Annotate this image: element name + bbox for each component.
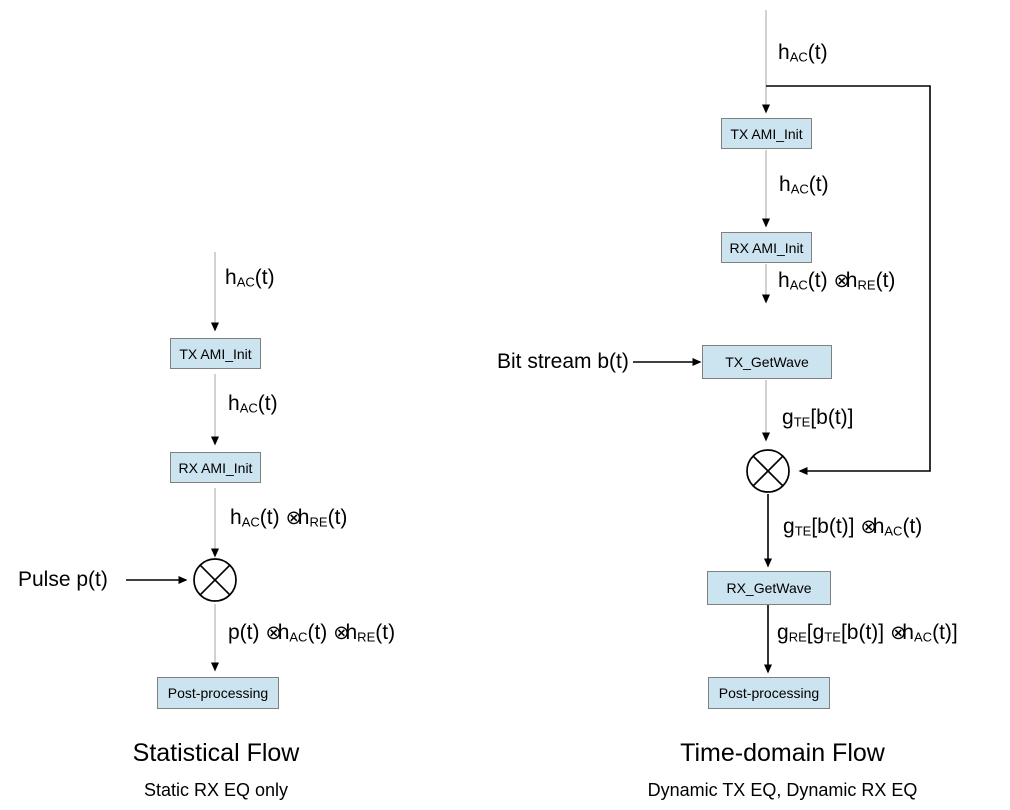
node-label: TX_GetWave — [725, 354, 809, 370]
edge-label-sub3: RE — [357, 629, 376, 645]
node-post-processing-statistical[interactable]: Post-processing — [157, 677, 279, 709]
edge-label-input-hac-statistical: hAC(t) — [225, 267, 275, 288]
convolution-icon: ⊗ — [265, 623, 282, 644]
flow-subtitle-text: Dynamic TX EQ, Dynamic RX EQ — [647, 780, 918, 800]
node-tx-getwave[interactable]: TX_GetWave — [702, 345, 832, 379]
node-label: Post-processing — [718, 685, 820, 701]
edge-label-tail2: [b(t)] — [840, 621, 885, 644]
node-rx-ami-init-timedomain[interactable]: RX AMI_Init — [721, 232, 812, 263]
flow-subtitle-timedomain: Dynamic TX EQ, Dynamic RX EQ — [555, 781, 1010, 799]
edge-label-text: h — [779, 173, 791, 196]
edge-label-tail: [g — [806, 621, 825, 644]
edge-label-tail: (t) — [257, 392, 278, 415]
edge-label-rx-to-mult-statistical: hAC(t)⊗hRE(t) — [230, 507, 347, 528]
edge-label-sub: RE — [788, 629, 807, 645]
node-label: RX_GetWave — [726, 580, 812, 596]
external-input-text: Bit stream b(t) — [497, 350, 629, 373]
edge-label-sub: AC — [236, 274, 255, 290]
edge-label-rx-out-timedomain: hAC(t)⊗hRE(t) — [778, 270, 895, 291]
edge-label-text: h — [225, 266, 237, 289]
edge-label-tail: (t) — [807, 41, 828, 64]
edge-label-mult-to-post-statistical: p(t)⊗hAC(t)⊗hRE(t) — [228, 622, 395, 643]
edge-label-sub2: AC — [289, 629, 308, 645]
edge-label-txgw-to-mult: gTE[b(t)] — [782, 407, 854, 428]
edge-label-text2: h — [277, 621, 290, 644]
edge-label-tail: (t) — [808, 173, 829, 196]
edge-label-text: g — [783, 515, 795, 538]
convolution-icon: ⊗ — [285, 508, 302, 529]
edge-label-rxgw-to-post: gRE[gTE[b(t)]⊗hAC(t)] — [777, 622, 958, 643]
edge-label-text: h — [778, 269, 790, 292]
edge-label-tail: (t) — [807, 269, 828, 292]
time-domain-multiplier-glyph — [746, 449, 790, 493]
edge-label-mult-to-rxgw: gTE[b(t)]⊗hAC(t) — [783, 516, 922, 537]
edge-label-text2: h — [872, 515, 885, 538]
edge-label-text: h — [228, 392, 240, 415]
edge-label-tx-to-rx-statistical: hAC(t) — [228, 393, 278, 414]
edge-label-sub3: AC — [913, 629, 933, 645]
convolution-icon: ⊗ — [860, 517, 877, 538]
edge-label-tail: (t) — [259, 506, 280, 529]
edge-label-tail3: (t)] — [932, 621, 958, 644]
node-label: RX AMI_Init — [178, 459, 253, 476]
edge-label-tail2: (t) — [327, 506, 348, 529]
flow-title-timedomain: Time-domain Flow — [555, 741, 1010, 766]
node-label: Post-processing — [167, 685, 269, 701]
node-rx-getwave[interactable]: RX_GetWave — [707, 571, 831, 605]
node-post-processing-timedomain[interactable]: Post-processing — [708, 677, 830, 709]
flow-title-text: Time-domain Flow — [680, 739, 885, 767]
edge-label-sub: AC — [239, 400, 258, 416]
edge-label-tx-to-rx-timedomain: hAC(t) — [779, 174, 829, 195]
edge-label-text3: h — [345, 621, 358, 644]
node-tx-ami-init-statistical[interactable]: TX AMI_Init — [170, 338, 261, 369]
flow-subtitle-text: Static RX EQ only — [143, 780, 289, 800]
edge-label-text3: h — [902, 621, 914, 644]
node-label: TX AMI_Init — [730, 125, 803, 142]
edge-label-sub2: TE — [824, 629, 841, 645]
external-input-text: Pulse p(t) — [18, 568, 108, 591]
edge-label-tail2: (t) — [902, 515, 923, 538]
node-label: TX AMI_Init — [179, 345, 252, 362]
statistical-multiplier-glyph — [193, 558, 237, 602]
edge-label-tail2: (t) — [307, 621, 328, 644]
edge-label-text2: h — [297, 506, 310, 529]
external-input-pulse-label: Pulse p(t) — [18, 569, 108, 590]
edge-label-sub: TE — [794, 523, 812, 539]
edge-label-sub: AC — [790, 181, 809, 197]
node-rx-ami-init-statistical[interactable]: RX AMI_Init — [170, 452, 261, 483]
edge-label-sub2: RE — [857, 277, 876, 293]
edge-label-sub: AC — [789, 49, 808, 65]
edge-label-text: h — [778, 41, 790, 64]
edge-label-tail2: (t) — [875, 269, 896, 292]
edge-label-tail: [b(t)] — [810, 406, 854, 429]
convolution-icon: ⊗ — [833, 271, 850, 292]
convolution-icon: ⊗ — [333, 623, 350, 644]
edge-label-tail: [b(t)] — [811, 515, 855, 538]
flow-title-text: Statistical Flow — [132, 739, 300, 767]
edge-label-sub: AC — [241, 514, 260, 530]
edge-label-text: g — [777, 621, 789, 644]
node-label: RX AMI_Init — [729, 239, 804, 256]
edge-label-sub: AC — [789, 277, 808, 293]
edge-label-sub2: RE — [309, 514, 328, 530]
edge-label-input-hac-timedomain: hAC(t) — [778, 42, 828, 63]
flow-title-statistical: Statistical Flow — [0, 741, 432, 766]
edge-label-tail: (t) — [254, 266, 275, 289]
convolution-icon: ⊗ — [890, 623, 907, 644]
edge-label-tail3: (t) — [375, 621, 396, 644]
external-input-bitstream-label: Bit stream b(t) — [497, 351, 629, 372]
edge-label-text2: h — [845, 269, 858, 292]
edge-label-text: p(t) — [228, 621, 260, 644]
edge-label-sub2: AC — [884, 523, 903, 539]
edge-label-text: h — [230, 506, 242, 529]
edge-label-sub: TE — [793, 414, 811, 430]
edge-label-text: g — [782, 406, 794, 429]
flow-subtitle-statistical: Static RX EQ only — [0, 781, 432, 799]
node-tx-ami-init-timedomain[interactable]: TX AMI_Init — [721, 118, 812, 149]
